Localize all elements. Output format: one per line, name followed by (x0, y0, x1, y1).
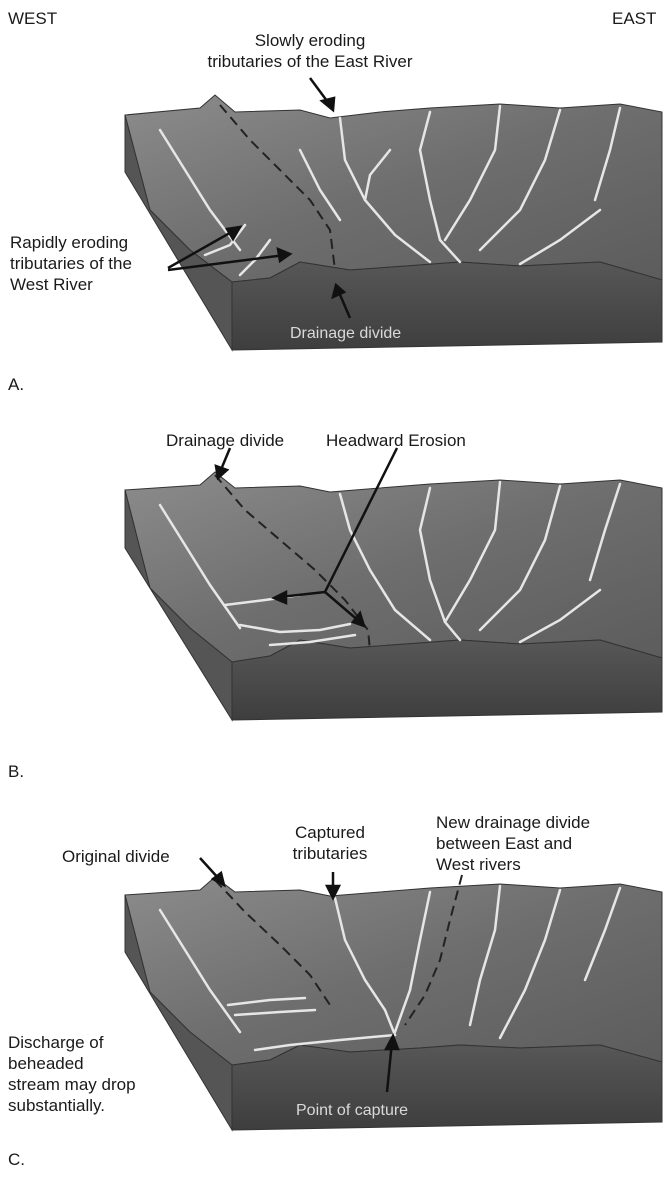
panel-b-letter: B. (8, 762, 24, 782)
drainage-divide-label: Drainage divide (290, 325, 401, 342)
terrain-side-front (232, 640, 662, 720)
panel-c-block-diagram: Point of capture (0, 800, 666, 1140)
panel-a-letter: A. (8, 375, 24, 395)
panel-b-block-diagram (0, 400, 666, 740)
point-of-capture-label: Point of capture (296, 1102, 408, 1119)
terrain-surface (125, 472, 662, 662)
panel-a-block-diagram: Drainage divide (0, 0, 666, 360)
panel-c-letter: C. (8, 1150, 25, 1170)
